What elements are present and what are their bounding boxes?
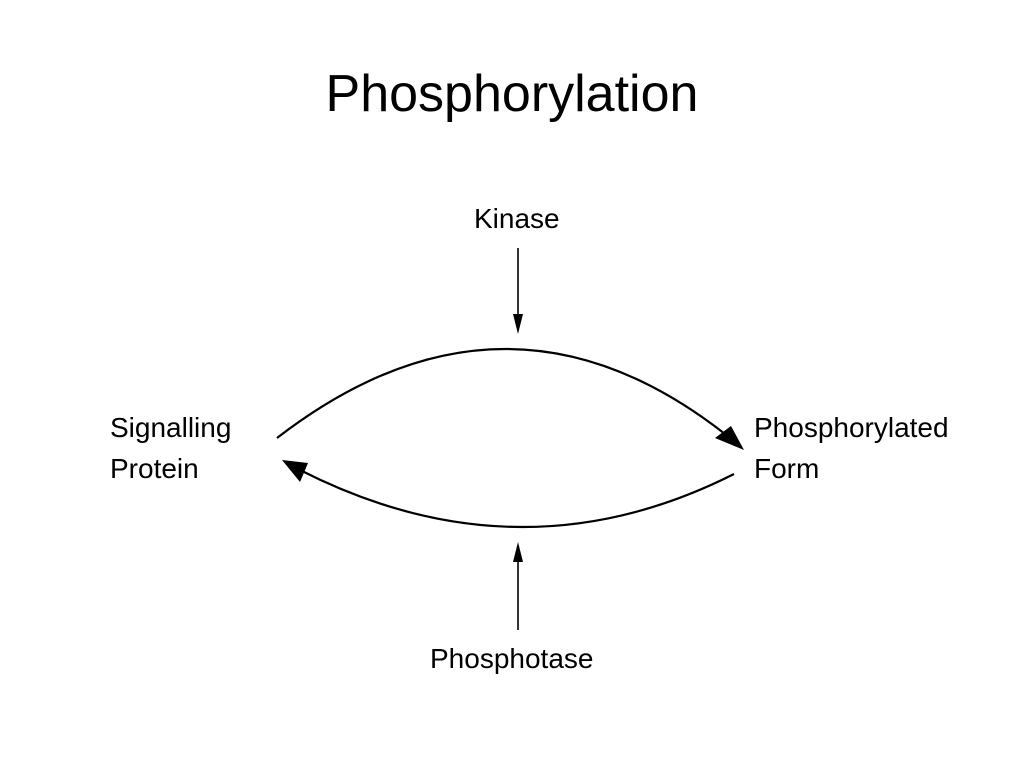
phosphotase-arrow xyxy=(513,542,523,630)
phosphorylated-form-line-2: Form xyxy=(754,453,820,484)
slide-title: Phosphorylation xyxy=(325,65,699,123)
signalling-protein-label: Signalling Protein xyxy=(110,407,231,489)
phosphotase-label: Phosphotase xyxy=(430,643,594,674)
phosphorylated-form-line-1: Phosphorylated xyxy=(754,412,949,443)
forward-reaction-arrow xyxy=(276,347,744,450)
reverse-reaction-arrow xyxy=(282,460,735,529)
signalling-protein-line-2: Protein xyxy=(110,453,199,484)
signalling-protein-line-1: Signalling xyxy=(110,412,232,443)
phosphorylated-form-label: Phosphorylated Form xyxy=(754,407,949,489)
kinase-label: Kinase xyxy=(474,203,560,234)
kinase-arrow xyxy=(513,248,523,334)
